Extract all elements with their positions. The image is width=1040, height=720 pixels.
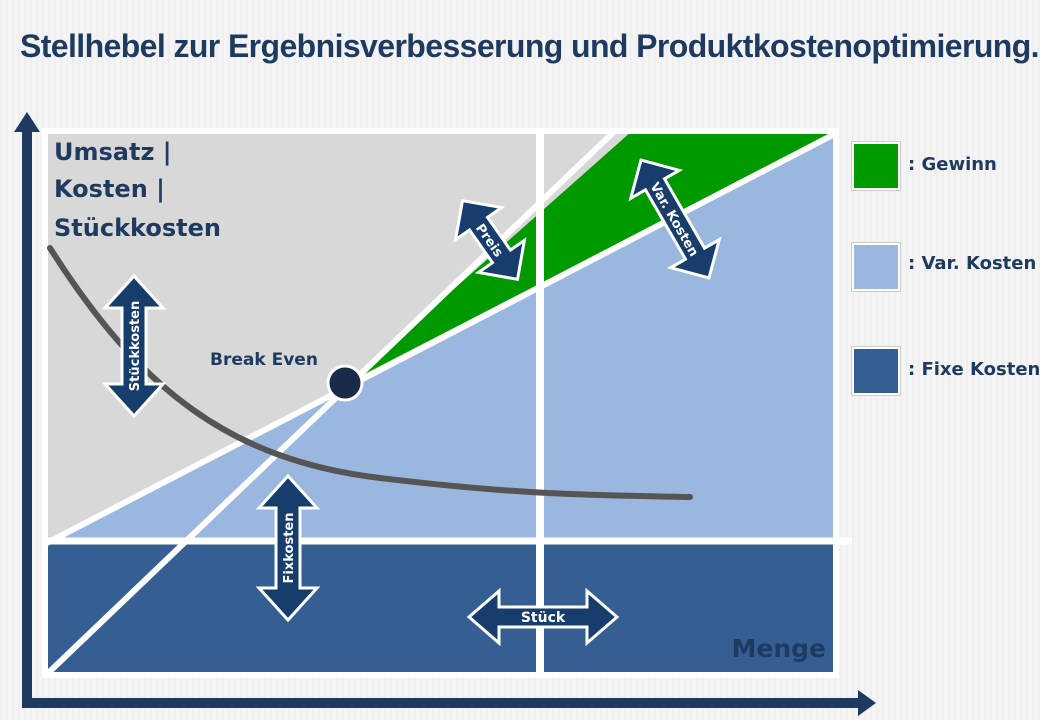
page-title: Stellhebel zur Ergebnisverbesserung und … <box>20 28 1040 64</box>
break-even-label: Break Even <box>210 350 318 370</box>
legend-swatch-fixe-kosten <box>852 347 900 395</box>
stueck-arrow-label: Stück <box>521 610 566 626</box>
plot-frame <box>42 128 839 678</box>
legend-swatch-gewinn <box>852 142 900 190</box>
legend-label-fixe-kosten: : Fixe Kosten <box>908 359 1040 380</box>
fixe-kosten-area <box>45 541 836 675</box>
fixkosten-arrow: Fixkosten <box>255 473 321 623</box>
legend-label-var-kosten: : Var. Kosten <box>908 253 1037 274</box>
stueckkosten-arrow: Stückkosten <box>101 273 167 419</box>
umsatz-line <box>45 131 620 675</box>
break-even-point <box>326 364 364 402</box>
stueck-arrow: Stück <box>466 587 620 647</box>
kosten-line <box>45 131 836 547</box>
legend-label-gewinn: : Gewinn <box>908 154 997 175</box>
y-axis <box>14 112 40 708</box>
stueckkosten-arrow-label: Stückkosten <box>128 301 143 391</box>
legend-swatch-var-kosten <box>852 243 900 291</box>
fixkosten-arrow-label: Fixkosten <box>282 513 297 584</box>
x-axis-label: Menge <box>732 634 826 663</box>
y-axis-label: Umsatz | Kosten | Stückkosten <box>54 138 221 242</box>
x-axis <box>22 690 876 716</box>
